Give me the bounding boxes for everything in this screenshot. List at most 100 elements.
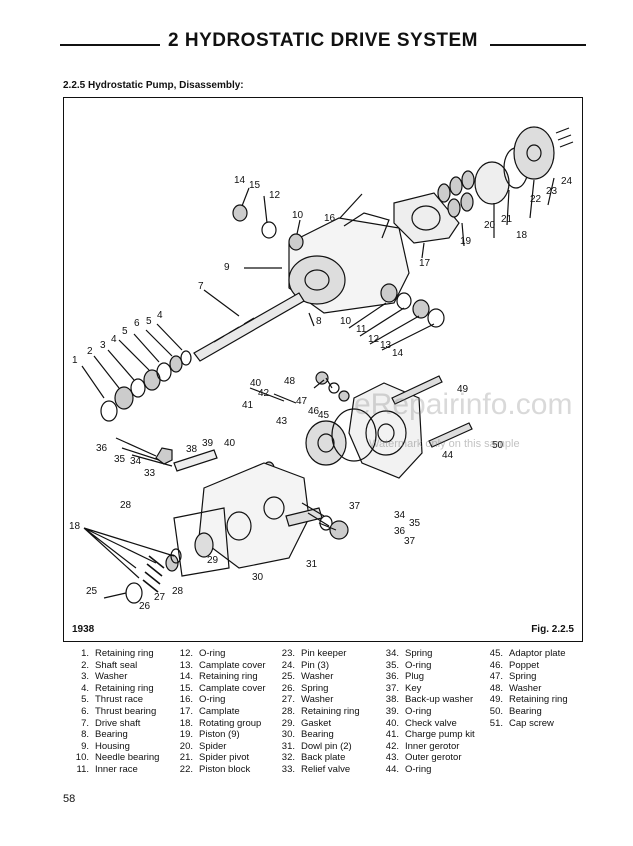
legend-item: 10.Needle bearing	[75, 752, 160, 764]
legend-item: 39.O-ring	[385, 705, 432, 717]
header-rule-left	[60, 44, 160, 46]
callout-14b: 14	[392, 348, 404, 359]
watermark-note: Watermark only on this sample	[369, 438, 520, 450]
legend-item: 2.Shaft seal	[81, 659, 138, 671]
callout-32: 31	[306, 559, 318, 570]
legend-item: 31.Dowl pin (2)	[281, 740, 352, 752]
header-rule-right	[490, 44, 586, 46]
callout-40: 40	[224, 438, 236, 449]
callout-50: 49	[457, 384, 469, 395]
legend-item: 35.O-ring	[385, 659, 432, 671]
legend-item: 16.O-ring	[179, 694, 226, 706]
legend-item: 20.Spider	[179, 740, 227, 752]
diagram-drawing	[81, 126, 574, 604]
callout-18b: 18	[69, 521, 81, 532]
page-number: 58	[63, 793, 76, 805]
legend-item: 14.Retaining ring	[179, 671, 258, 683]
legend-item: 9.Housing	[81, 740, 130, 752]
legend-item: 13.Camplate cover	[179, 659, 266, 671]
legend-item: 24.Pin (3)	[281, 659, 329, 671]
legend-item: 19.Piston (9)	[179, 729, 240, 741]
callout-11: 11	[356, 324, 367, 335]
callout-10: 10	[292, 210, 304, 221]
legend-item: 46.Poppet	[489, 659, 540, 671]
legend-column-3: 23.Pin keeper 24.Pin (3) 25.Washer 26.Sp…	[277, 648, 360, 776]
legend-item: 42.Inner gerotor	[385, 740, 460, 752]
legend-item: 48.Washer	[489, 682, 542, 694]
callout-29: 28	[120, 500, 132, 511]
callout-17: 17	[419, 258, 431, 269]
legend-item: 27.Washer	[281, 694, 334, 706]
legend-item: 38.Back-up washer	[385, 694, 474, 706]
legend-item: 18.Rotating group	[179, 717, 262, 729]
callout-10b: 10	[340, 316, 352, 327]
legend-item: 36.Plug	[385, 671, 425, 683]
callout-48: 47	[296, 396, 308, 407]
legend-item: 4.Retaining ring	[81, 682, 154, 694]
section-title: 2.2.5 Hydrostatic Pump, Disassembly:	[63, 80, 244, 91]
callout-47: 46	[308, 406, 320, 417]
legend-item: 45.Adaptor plate	[489, 648, 566, 659]
legend-item: 15.Camplate cover	[179, 682, 266, 694]
legend-item: 40.Check valve	[385, 717, 457, 729]
legend-item: 30.Bearing	[281, 729, 334, 741]
legend-item: 7.Drive shaft	[81, 717, 141, 729]
callout-21: 21	[501, 214, 513, 225]
callout-4: 4	[111, 334, 117, 345]
callout-15: 15	[249, 180, 261, 191]
callout-5b: 5	[146, 316, 152, 327]
callout-39: 39	[202, 438, 214, 449]
exploded-diagram: 14 15 12 10 16 9 7 8 10 11 12 13 14 17 1…	[63, 97, 583, 642]
callout-38: 38	[186, 444, 198, 455]
callout-7: 7	[198, 281, 204, 292]
page-title: 2 HYDROSTATIC DRIVE SYSTEM	[60, 30, 586, 52]
callout-16: 16	[324, 213, 336, 224]
callout-26: 26	[139, 601, 151, 612]
callout-30: 29	[207, 555, 219, 566]
page-header: 2 HYDROSTATIC DRIVE SYSTEM	[60, 30, 586, 58]
callout-2: 2	[87, 346, 93, 357]
legend-item: 17.Camplate	[179, 705, 240, 717]
legend-item: 6.Thrust bearing	[81, 705, 157, 717]
legend-column-5: 45.Adaptor plate 46.Poppet 47.Spring 48.…	[485, 648, 568, 729]
legend-item: 28.Retaining ring	[281, 705, 360, 717]
callout-37: 37	[349, 501, 361, 512]
legend-item: 29.Gasket	[281, 717, 332, 729]
legend-column-1: 1.Retaining ring 2.Shaft seal 3.Washer 4…	[71, 648, 160, 776]
legend-item: 43.Outer gerotor	[385, 752, 462, 764]
legend-item: 12.O-ring	[179, 648, 226, 659]
callout-24: 24	[561, 176, 573, 187]
legend-item: 33.Relief valve	[281, 763, 351, 775]
callout-18: 18	[516, 230, 528, 241]
callout-42: 41	[242, 400, 254, 411]
callout-19: 19	[460, 236, 472, 247]
watermark: eRepairinfo.com	[354, 388, 573, 421]
callout-20: 20	[484, 220, 496, 231]
callout-36b: 37	[404, 536, 416, 547]
legend-item: 44.O-ring	[385, 763, 432, 775]
legend-item: 22.Piston block	[179, 763, 251, 775]
legend-item: 51.Cap screw	[489, 717, 554, 729]
callout-46: 45	[318, 410, 330, 421]
callout-34: 34	[130, 456, 142, 467]
callout-6: 6	[134, 318, 140, 329]
callout-27: 27	[154, 592, 166, 603]
callout-36: 36	[96, 443, 108, 454]
legend-item: 8.Bearing	[81, 729, 128, 741]
legend-item: 1.Retaining ring	[81, 648, 154, 659]
callout-23: 23	[546, 186, 558, 197]
callout-28: 28	[172, 586, 184, 597]
callout-35b: 36	[394, 526, 406, 537]
callout-1: 1	[72, 355, 78, 366]
callout-12: 12	[269, 190, 281, 201]
callout-12b: 12	[368, 334, 380, 345]
legend-item: 49.Retaining ring	[489, 694, 568, 706]
legend-item: 26.Spring	[281, 682, 329, 694]
legend-item: 47.Spring	[489, 671, 537, 683]
legend-column-2: 12.O-ring 13.Camplate cover 14.Retaining…	[175, 648, 266, 776]
callout-34b: 35	[409, 518, 421, 529]
legend-item: 3.Washer	[81, 671, 128, 683]
callout-35: 35	[114, 454, 126, 465]
callout-41: 40	[250, 378, 262, 389]
callout-33: 33	[144, 468, 156, 479]
